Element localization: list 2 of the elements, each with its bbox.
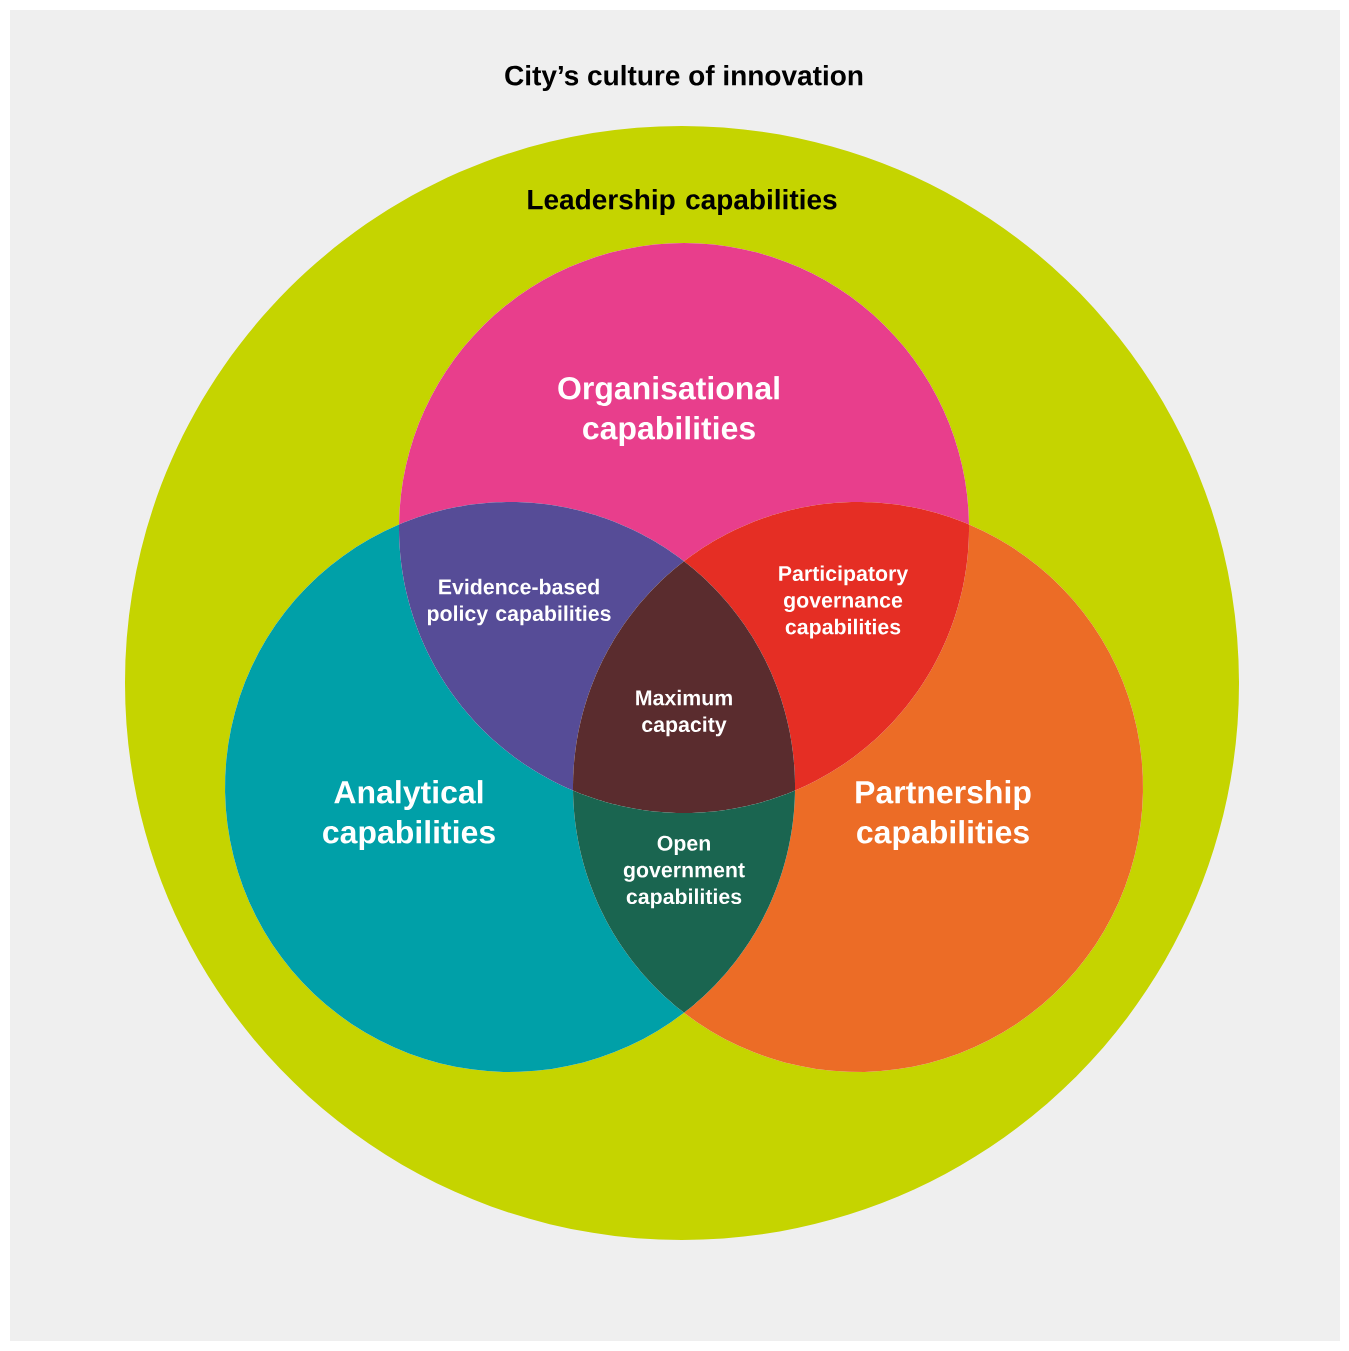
overlap-region: Open government capabilities <box>573 790 795 1013</box>
title: City’s culture of innovation <box>505 64 863 92</box>
